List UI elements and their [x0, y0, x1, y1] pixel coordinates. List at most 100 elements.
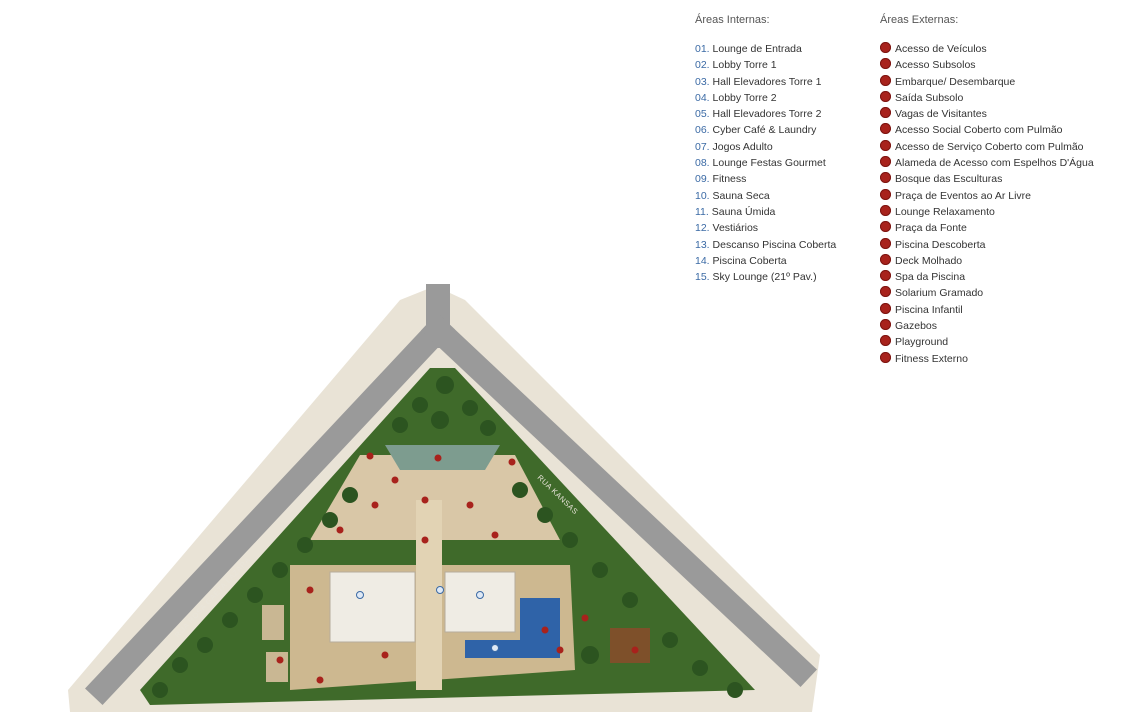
item-label: Lounge Relaxamento	[895, 205, 995, 218]
item-number: 14.	[695, 254, 710, 267]
legend-internal-item: 03. Hall Elevadores Torre 1	[695, 74, 836, 90]
legend-internal-item: 11. Sauna Úmida	[695, 204, 836, 220]
legend-internal-item: 12. Vestiários	[695, 220, 836, 236]
legend-internal-item: 08. Lounge Festas Gourmet	[695, 155, 836, 171]
legend-internal-item: 06. Cyber Café & Laundry	[695, 122, 836, 138]
marker-icon	[880, 335, 891, 347]
item-label: Piscina Coberta	[712, 254, 787, 267]
road	[85, 284, 817, 705]
item-label: Gazebos	[895, 320, 938, 333]
item-label: Bosque das Esculturas	[895, 173, 1003, 186]
item-label: Vagas de Visitantes	[895, 108, 987, 121]
legend-internal-item: 14. Piscina Coberta	[695, 253, 836, 269]
item-label: Praça da Fonte	[895, 222, 967, 235]
legend-internal-item: 10. Sauna Seca	[695, 188, 836, 204]
item-label: Hall Elevadores Torre 1	[712, 75, 822, 88]
marker-icon	[880, 107, 891, 119]
marker-icon	[880, 74, 891, 86]
item-label: Acesso de Serviço Coberto com Pulmão	[895, 140, 1084, 153]
site-markers	[276, 452, 639, 684]
garden-plot	[266, 652, 288, 682]
legend-external-item: Acesso Social Coberto com Pulmão	[880, 122, 1094, 138]
item-label: Acesso Social Coberto com Pulmão	[895, 124, 1063, 137]
item-number: 11.	[695, 205, 709, 218]
legend-internal-item: 02. Lobby Torre 1	[695, 57, 836, 73]
marker-icon	[880, 221, 891, 233]
plaza-arc	[385, 445, 500, 470]
legend-external-item: Lounge Relaxamento	[880, 204, 1094, 220]
item-label: Alameda de Acesso com Espelhos D'Água	[895, 157, 1094, 170]
item-label: Playground	[895, 336, 949, 349]
marker-icon	[880, 253, 891, 265]
item-label: Saída Subsolo	[895, 91, 964, 104]
item-label: Acesso Subsolos	[895, 59, 976, 72]
legend-external-item: Acesso de Veículos	[880, 41, 1094, 57]
legend-external-item: Deck Molhado	[880, 253, 1094, 269]
item-label: Piscina Infantil	[895, 303, 963, 316]
item-label: Embarque/ Desembarque	[895, 75, 1016, 88]
item-number: 04.	[695, 91, 710, 104]
item-number: 13.	[695, 238, 710, 251]
legend-external-item: Bosque das Esculturas	[880, 171, 1094, 187]
marker-icon	[880, 237, 891, 249]
item-label: Acesso de Veículos	[895, 43, 987, 55]
item-label: Lobby Torre 1	[712, 59, 777, 72]
outdoor-pool	[465, 598, 560, 658]
item-label: Lobby Torre 2	[712, 91, 777, 104]
legend-external-item: Spa da Piscina	[880, 269, 1094, 285]
marker-icon	[880, 351, 891, 363]
legend-internal-item: 07. Jogos Adulto	[695, 139, 836, 155]
item-number: 15.	[695, 271, 710, 284]
legend-external-item: Praça da Fonte	[880, 220, 1094, 236]
legend-external-item: Embarque/ Desembarque	[880, 74, 1094, 90]
item-label: Lounge Festas Gourmet	[712, 157, 826, 170]
entrance-plaza	[310, 455, 560, 540]
item-number: 07.	[695, 140, 710, 153]
legend-internal-item: 09. Fitness	[695, 171, 836, 187]
legend-external-item: Gazebos	[880, 318, 1094, 334]
item-label: Spa da Piscina	[895, 271, 966, 284]
marker-icon	[880, 204, 891, 216]
legend-external-item: Fitness Externo	[880, 351, 1094, 367]
playground	[610, 628, 650, 663]
item-label: Lounge de Entrada	[712, 43, 802, 55]
item-number: 08.	[695, 157, 710, 170]
tower-1	[329, 571, 416, 643]
marker-icon	[880, 188, 891, 200]
item-label: Hall Elevadores Torre 2	[712, 108, 822, 121]
item-number: 12.	[695, 222, 710, 235]
legend-external-item: Acesso de Serviço Coberto com Pulmão	[880, 139, 1094, 155]
legend-external-item: Vagas de Visitantes	[880, 106, 1094, 122]
legend-internal-item: 15. Sky Lounge (21º Pav.)	[695, 269, 836, 285]
legend-external-item: Piscina Infantil	[880, 302, 1094, 318]
legend-internal-item: 05. Hall Elevadores Torre 2	[695, 106, 836, 122]
marker-icon	[880, 270, 891, 282]
item-number: 06.	[695, 124, 710, 137]
item-label: Sauna Seca	[712, 189, 770, 202]
item-label: Piscina Descoberta	[895, 238, 986, 251]
item-label: Praça de Eventos ao Ar Livre	[895, 189, 1031, 202]
legend-internal-item: 13. Descanso Piscina Coberta	[695, 237, 836, 253]
marker-icon	[880, 156, 891, 168]
marker-icon	[880, 58, 891, 70]
item-number: 05.	[695, 108, 710, 121]
legend-internal-item: 01. Lounge de Entrada	[695, 41, 836, 57]
marker-icon	[880, 286, 891, 298]
item-label: Jogos Adulto	[712, 140, 773, 153]
trees	[152, 376, 743, 698]
legend-external-item: Alameda de Acesso com Espelhos D'Água	[880, 155, 1094, 171]
legend-external-item: Playground	[880, 334, 1094, 350]
item-label: Vestiários	[712, 222, 759, 235]
tower-2	[444, 571, 516, 633]
legend-external-item: Acesso Subsolos	[880, 57, 1094, 73]
legend-external-item: Solarium Gramado	[880, 285, 1094, 301]
marker-icon	[880, 319, 891, 331]
marker-icon	[880, 123, 891, 135]
item-label: Sauna Úmida	[711, 205, 776, 218]
legend-external-title: Áreas Externas:	[880, 14, 959, 26]
item-label: Solarium Gramado	[895, 287, 984, 300]
